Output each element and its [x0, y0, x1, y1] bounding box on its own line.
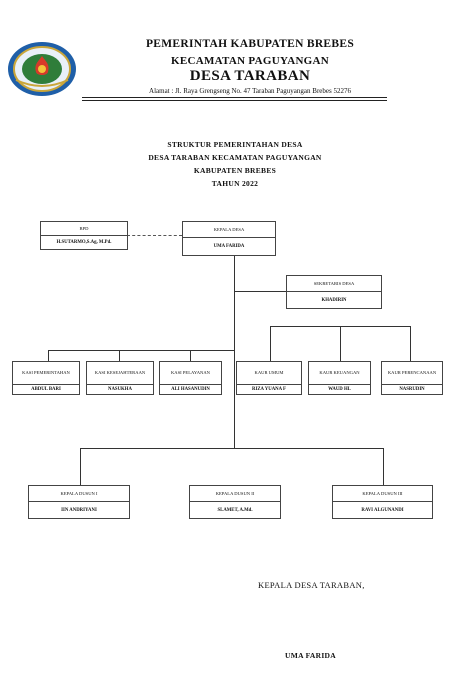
signature-title: KEPALA DESA TARABAN, [258, 580, 365, 590]
org-name: ALI HASANUDIN [171, 387, 210, 392]
kasi-drop-line [48, 350, 49, 361]
letterhead-regency: PEMERINTAH KABUPATEN BREBES [145, 38, 355, 50]
org-box-kepala-dusun-1: KEPALA DUSUN I IIN ANDRIYANI [28, 485, 130, 519]
org-position: KEPALA DUSUN III [333, 486, 432, 502]
org-box-kepala-desa: KEPALA DESA UMA FARIDA [182, 221, 276, 256]
head-to-staff-line [234, 256, 235, 338]
head-to-dusun-line [234, 338, 235, 448]
org-name: RIZA YUANA F [252, 387, 286, 392]
org-box-sekretaris-desa: SEKRETARIS DESA KHADIRIN [286, 275, 382, 309]
chart-title-line3: KABUPATEN BREBES [193, 166, 277, 175]
kasi-branch-line [48, 350, 234, 351]
org-name: WAUD HL [328, 387, 351, 392]
org-box-kepala-dusun-2: KEPALA DUSUN II SLAMET, A.Md. [189, 485, 281, 519]
letterhead-village: DESA TARABAN [189, 68, 311, 84]
org-position: KAUR KEUANGAN [309, 362, 370, 385]
org-box-kaur-keuangan: KAUR KEUANGAN WAUD HL [308, 361, 371, 395]
org-box-kasi-pelayanan: KASI PELAYANAN ALI HASANUDIN [159, 361, 222, 395]
letterhead-district: KECAMATAN PAGUYANGAN [170, 55, 330, 67]
kasi-drop-line [190, 350, 191, 361]
org-position: KEPALA DUSUN I [29, 486, 129, 502]
org-position: BPD [41, 222, 127, 236]
org-box-kasi-kesejahteraan: KASI KESEJAHTERAAN NASUKHA [86, 361, 154, 395]
org-name: RAVI ALGUNANDI [361, 507, 404, 513]
letterhead-rule [82, 97, 387, 98]
org-position: KASI PELAYANAN [160, 362, 221, 385]
letterhead-rule-thin [82, 100, 387, 101]
dusun-drop-line [383, 448, 384, 485]
dusun-branch-line [80, 448, 383, 449]
org-position: KASI KESEJAHTERAAN [87, 362, 153, 385]
dusun-drop-line [80, 448, 81, 485]
kaur-drop-line [270, 326, 271, 361]
bpd-coordination-line [127, 235, 182, 236]
chart-title-line1: STRUKTUR PEMERINTAHAN DESA [167, 140, 303, 149]
org-box-kasi-pemerintahan: KASI PEMERINTAHAN ABDUL BARI [12, 361, 80, 395]
org-position: KEPALA DESA [183, 222, 275, 238]
org-position: KASI PEMERINTAHAN [13, 362, 79, 385]
org-position: KAUR PERENCANAAN [382, 362, 442, 385]
org-name: ABDUL BARI [31, 387, 61, 392]
org-box-kaur-perencanaan: KAUR PERENCANAAN NASRUDIN [381, 361, 443, 395]
org-name: UMA FARIDA [213, 244, 245, 249]
org-position: KEPALA DUSUN II [190, 486, 280, 502]
org-name: NASRUDIN [399, 387, 425, 392]
org-name: H.SUTARMO,S.Ag, M.Pd. [56, 240, 112, 245]
kaur-drop-line [410, 326, 411, 361]
kaur-drop-line [340, 326, 341, 361]
org-box-kaur-umum: KAUR UMUM RIZA YUANA F [236, 361, 302, 395]
chart-title-line2: DESA TARABAN KECAMATAN PAGUYANGAN [148, 153, 322, 162]
letterhead-address: Alamat : Jl. Raya Grengseng No. 47 Tarab… [149, 87, 351, 95]
org-name: KHADIRIN [321, 297, 347, 303]
regency-crest-icon [6, 40, 78, 98]
org-name: IIN ANDRIYANI [61, 507, 97, 513]
org-position: SEKRETARIS DESA [287, 276, 381, 292]
kasi-drop-line [119, 350, 120, 361]
org-box-bpd: BPD H.SUTARMO,S.Ag, M.Pd. [40, 221, 128, 250]
org-box-kepala-dusun-3: KEPALA DUSUN III RAVI ALGUNANDI [332, 485, 433, 519]
secretary-link-line [234, 291, 286, 292]
org-position: KAUR UMUM [237, 362, 301, 385]
chart-title-line4: TAHUN 2022 [211, 179, 259, 188]
org-name: NASUKHA [108, 387, 132, 392]
signature-name: UMA FARIDA [285, 651, 336, 660]
org-name: SLAMET, A.Md. [217, 507, 253, 513]
